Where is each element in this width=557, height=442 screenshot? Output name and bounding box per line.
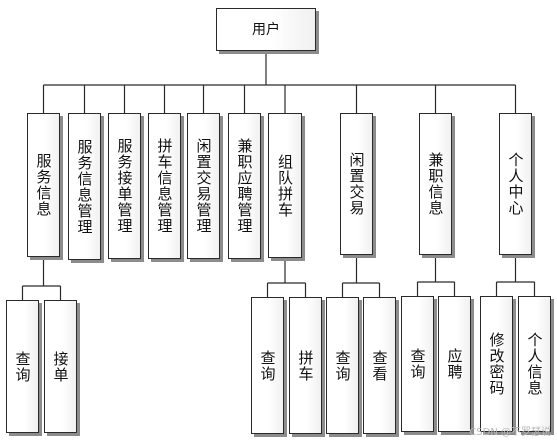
node-label: 应聘 <box>445 348 464 380</box>
node-label: 查询 <box>13 350 32 383</box>
node-label: 服务信息 <box>34 153 53 217</box>
node-idle-trade-management: 闲置交易管理 <box>187 113 220 259</box>
root-node-label: 用户 <box>252 21 280 38</box>
node-carpool-info-management: 拼车信息管理 <box>148 113 181 259</box>
node-label: 闲置交易 <box>347 152 366 216</box>
node-label: 拼车信息管理 <box>155 138 174 234</box>
leaf-change-password: 修改密码 <box>480 296 513 432</box>
node-label: 查看 <box>370 349 389 382</box>
leaf-idle-query: 查询 <box>326 297 359 434</box>
node-label: 闲置交易管理 <box>194 138 213 234</box>
leaf-parttime-query: 查询 <box>401 296 434 432</box>
leaf-service-accept-order: 接单 <box>44 300 77 433</box>
node-label: 接单 <box>51 350 70 383</box>
node-personal-center: 个人中心 <box>499 113 532 255</box>
leaf-idle-view: 查看 <box>363 297 396 434</box>
node-service-order-management: 服务接单管理 <box>108 113 141 259</box>
node-parttime-application-management: 兼职应聘管理 <box>228 113 261 259</box>
root-node-user: 用户 <box>216 8 316 51</box>
node-label: 兼职应聘管理 <box>235 138 254 234</box>
leaf-carpool-join: 拼车 <box>289 297 322 434</box>
leaf-personal-info: 个人信息 <box>518 296 551 432</box>
node-label: 查询 <box>258 349 277 382</box>
leaf-service-query: 查询 <box>6 300 39 433</box>
watermark: CSDN @不罗瑟说 <box>469 427 551 438</box>
node-label: 查询 <box>408 348 427 380</box>
leaf-parttime-apply: 应聘 <box>438 296 471 432</box>
node-label: 兼职信息 <box>426 152 445 216</box>
node-team-carpool: 组队拼车 <box>268 113 302 258</box>
node-label: 个人中心 <box>506 152 525 216</box>
node-service-info: 服务信息 <box>27 113 60 257</box>
node-service-info-management: 服务信息管理 <box>68 113 101 260</box>
node-label: 查询 <box>333 349 352 382</box>
node-parttime-info: 兼职信息 <box>419 113 452 255</box>
node-label: 组队拼车 <box>276 153 294 218</box>
node-label: 拼车 <box>296 349 315 382</box>
leaf-carpool-query: 查询 <box>251 297 284 434</box>
node-label: 个人信息 <box>525 332 544 396</box>
node-label: 修改密码 <box>487 332 506 396</box>
node-label: 服务信息管理 <box>75 138 94 235</box>
node-idle-trade: 闲置交易 <box>340 113 373 255</box>
node-label: 服务接单管理 <box>115 138 134 234</box>
